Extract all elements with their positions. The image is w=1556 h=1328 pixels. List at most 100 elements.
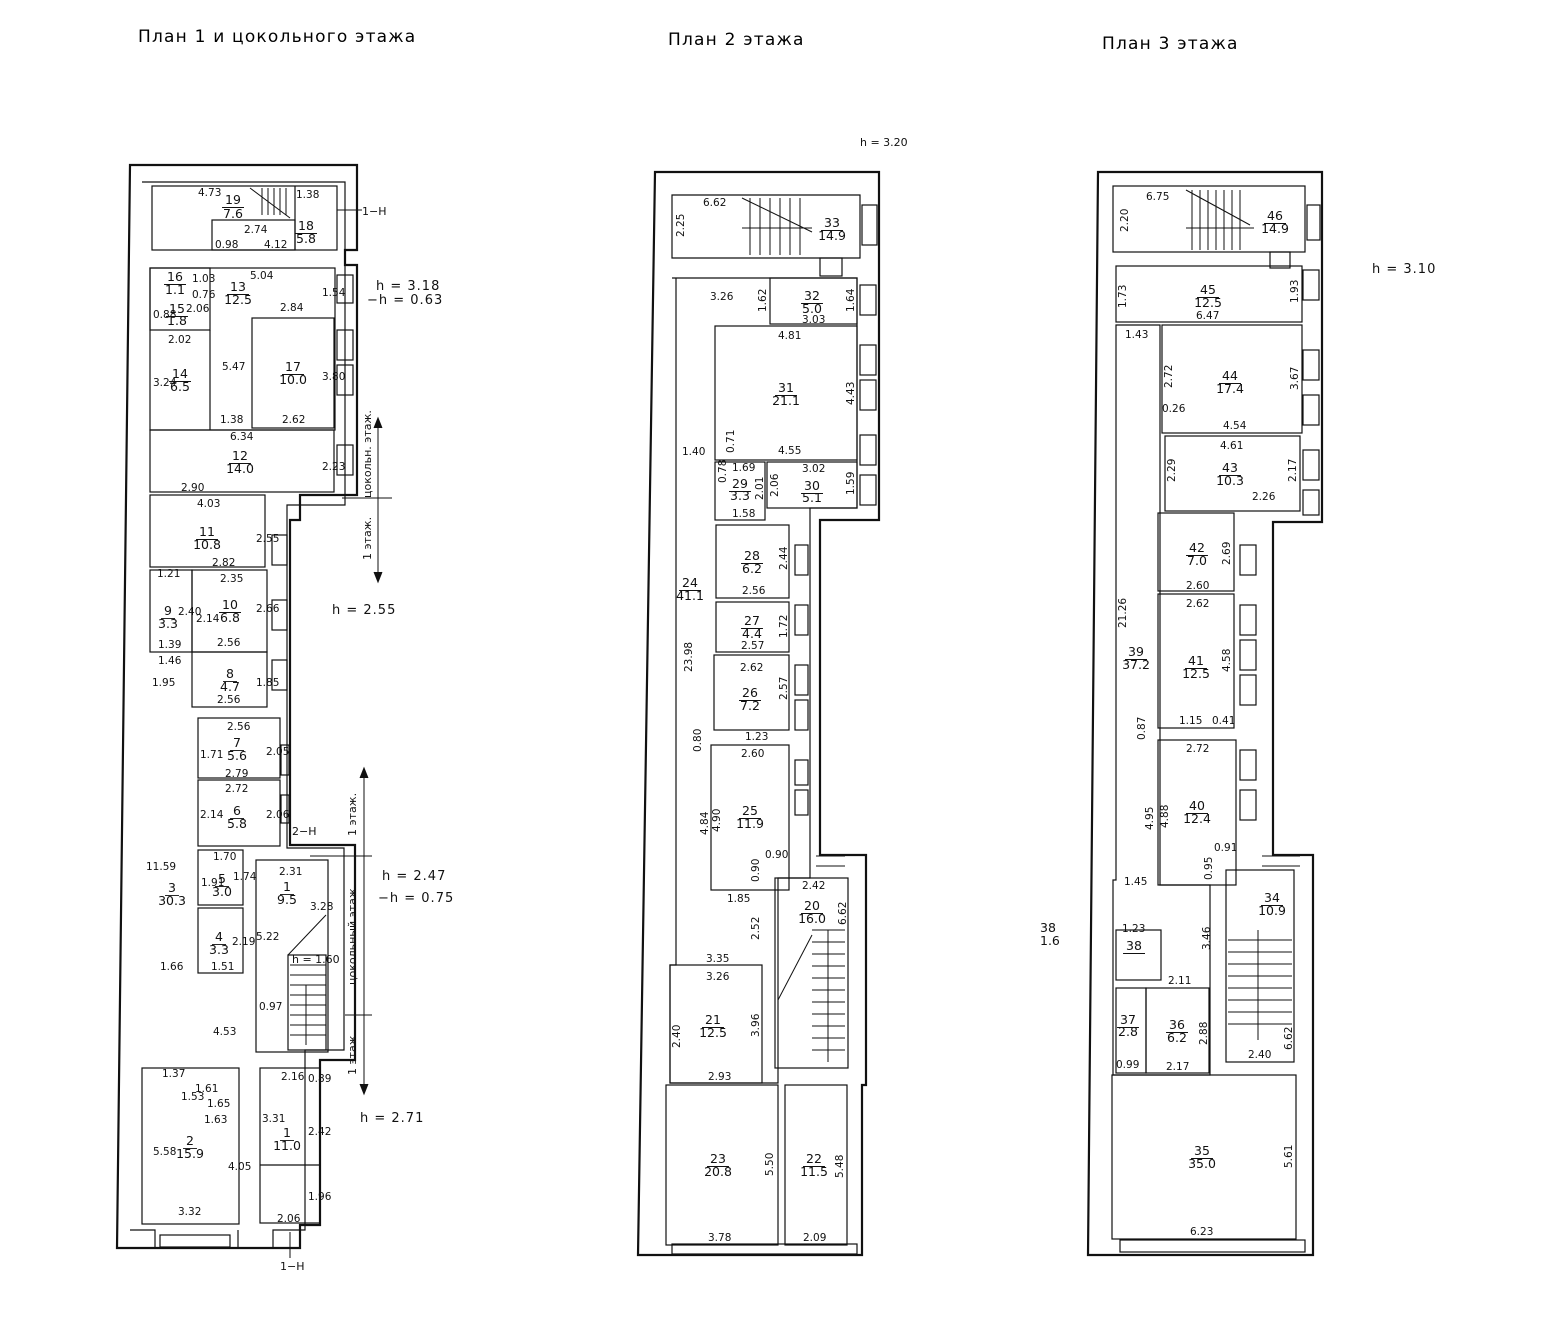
room-area: 12.5	[1194, 295, 1222, 310]
dimension: 6.23	[1190, 1226, 1213, 1238]
dimension: 6.75	[1146, 191, 1169, 203]
dimension: 0.90	[765, 849, 788, 861]
room-number: 9	[164, 603, 172, 618]
dimension: 2.31	[279, 866, 302, 878]
dimension: 2.16	[281, 1071, 305, 1083]
plan3-outer-wall	[1086, 170, 1324, 1257]
room-number: 41	[1188, 653, 1204, 668]
dimension: 0.80	[692, 729, 704, 752]
room-number: 13	[230, 279, 246, 294]
dimension: 1.72	[778, 615, 790, 638]
dimension: 3.24	[153, 377, 177, 389]
room-number: 23	[710, 1151, 726, 1166]
room-area: 10.9	[1258, 903, 1286, 918]
dimension: 4.05	[228, 1161, 251, 1173]
dimension: 1.63	[204, 1114, 227, 1126]
room-45	[1115, 265, 1303, 323]
room-28	[715, 524, 790, 599]
dimension: 1.65	[207, 1098, 230, 1110]
dimension: 4.54	[1223, 420, 1247, 432]
room-number: 43	[1222, 460, 1238, 475]
plan3-room-labels: 46 14.9 45 12.5 44 17.4 43 10.3 42 7.0 3…	[1117, 208, 1289, 1171]
dimension: 1.37	[162, 1068, 185, 1080]
room-6	[197, 779, 281, 847]
room-number: 24	[682, 575, 698, 590]
dimension: 4.53	[213, 1026, 236, 1038]
room-32	[769, 277, 858, 325]
room-area: 1.1	[165, 282, 185, 297]
room-number: 7	[233, 735, 241, 750]
room-5	[197, 849, 244, 906]
room-number: 37	[1120, 1012, 1136, 1027]
height-label: h = 3.20	[860, 136, 908, 149]
plan1-title: План 1 и цокольного этажа	[138, 27, 416, 47]
dimension: 3.80	[322, 371, 345, 383]
stray-room-number: 38	[1040, 920, 1056, 935]
dimension: 2.79	[225, 768, 248, 780]
dimension: 3.46	[1201, 926, 1213, 950]
dimension: 2.56	[227, 721, 251, 733]
level-label: 1 этаж.	[346, 1032, 359, 1075]
dimension: 2.29	[1166, 459, 1178, 482]
dimension: 1.51	[211, 961, 234, 973]
room-34	[1225, 869, 1295, 1063]
room-area: 10.0	[279, 372, 307, 387]
plan2-room-labels: 33 14.9 32 5.0 31 21.1 29 3.3 30 5.1 28 …	[676, 215, 846, 1179]
dimension: 1.40	[682, 446, 705, 458]
dimension: 1.21	[157, 568, 180, 580]
dimension: 1.46	[158, 655, 182, 667]
room-area: 5.8	[227, 816, 247, 831]
dimension: 1.53	[181, 1091, 204, 1103]
dimension: 1.69	[732, 462, 755, 474]
room-area: 6.2	[742, 561, 762, 576]
dimension: 4.12	[264, 239, 287, 251]
dimension: 2.57	[778, 677, 790, 700]
room-number: 38	[1126, 938, 1142, 953]
dimension: 3.02	[802, 463, 825, 475]
dimension: 0.97	[259, 1001, 282, 1013]
room-area: 14.9	[818, 228, 846, 243]
dimension: 1.85	[256, 677, 279, 689]
dimension: 2.69	[1221, 542, 1233, 565]
dimension: 0.99	[1116, 1059, 1139, 1071]
dimension: 1.85	[727, 893, 750, 905]
dimension: 0.88	[153, 309, 176, 321]
dimension: 2.14	[196, 613, 220, 625]
dimension: 23.98	[683, 642, 695, 672]
dimension: 1.54	[322, 287, 346, 299]
dimension: 2.06	[186, 303, 210, 315]
stair-20	[777, 855, 845, 1062]
room-4	[197, 907, 244, 974]
room-area: 17.4	[1216, 381, 1244, 396]
room-area: 6.2	[1167, 1030, 1187, 1045]
dimension: 2.06	[277, 1213, 301, 1225]
dimension: 3.26	[706, 971, 730, 983]
dimension: 1.62	[757, 289, 769, 312]
dimension: 1.23	[745, 731, 768, 743]
dimension: 1.03	[192, 273, 215, 285]
dimension: 1.58	[732, 508, 755, 520]
room-7	[197, 717, 281, 779]
room-area: 41.1	[676, 588, 704, 603]
room-number: 18	[298, 218, 314, 233]
plan1-inner-wall	[130, 181, 346, 1249]
room-number: 42	[1189, 540, 1205, 555]
room-area: 5.6	[227, 748, 247, 763]
room-number: 21	[705, 1012, 721, 1027]
level-label: цокольн. этаж.	[361, 410, 374, 498]
plan3-windows	[1119, 204, 1321, 1253]
dimension: 0.98	[215, 239, 238, 251]
dimension: 2.55	[256, 533, 279, 545]
room-30	[766, 461, 858, 509]
room-number: 25	[742, 803, 758, 818]
room-31	[714, 325, 858, 461]
dimension: 6.47	[1196, 310, 1219, 322]
room-number: 8	[226, 666, 234, 681]
room-area: 3.3	[209, 942, 229, 957]
room-number: 22	[806, 1151, 822, 1166]
room-number: 31	[778, 380, 794, 395]
dimension: 2.44	[778, 546, 790, 570]
dimension: 2.01	[754, 477, 766, 500]
room-number: 36	[1169, 1017, 1185, 1032]
